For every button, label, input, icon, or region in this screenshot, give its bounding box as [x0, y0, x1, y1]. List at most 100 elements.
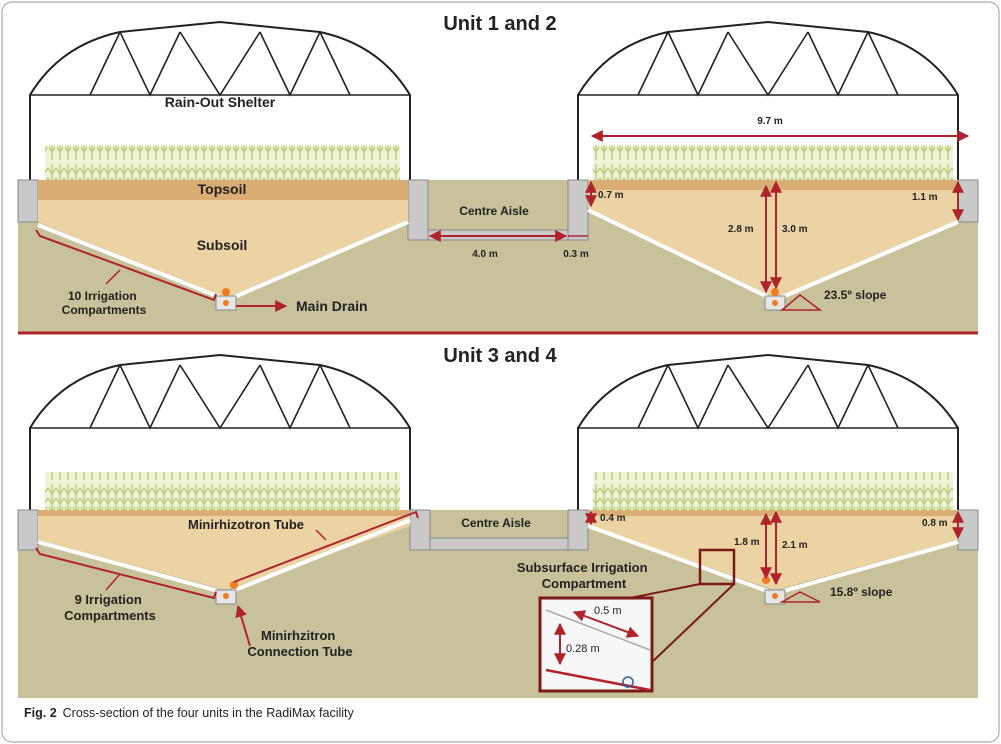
- subsurface-inset: [538, 583, 735, 693]
- bottom-irrigation-line-1: 9 Irrigation: [75, 592, 142, 607]
- bottom-irrigation-leader: [105, 573, 121, 591]
- figure-caption: Fig. 2 Cross-section of the four units in…: [24, 706, 354, 720]
- top-left-drain-pipe: [222, 288, 230, 296]
- rain-out-shelter-label: Rain-Out Shelter: [165, 94, 276, 110]
- bottom-irrigation-bracket: [35, 547, 217, 600]
- bottom-dimension-arrows: [35, 510, 964, 647]
- bottom-right-wall-l: [567, 509, 589, 551]
- bottom-right-topsoil: [588, 510, 958, 516]
- top-right-wall-l: [567, 179, 589, 241]
- top-irrigation-line-2: Compartments: [62, 303, 147, 317]
- bottom-right-drain-pipe: [772, 593, 778, 599]
- inset-pipe: [622, 676, 634, 688]
- connection-tube-line-2: Connection Tube: [247, 644, 352, 659]
- bottom-left-wall-l: [17, 509, 39, 551]
- bottom-depth-b-label: 2.1 m: [782, 540, 808, 551]
- top-right-slope-r: [779, 220, 959, 300]
- bottom-irrigation-line-2: Compartments: [64, 608, 156, 623]
- subsurface-line-2: Compartment: [542, 576, 627, 591]
- bottom-aisle-floor: [429, 537, 569, 551]
- top-dimension-arrows: [35, 130, 970, 312]
- top-left-crop: [45, 145, 400, 180]
- top-irrigation-line-1: 10 Irrigation: [68, 289, 137, 303]
- top-width-label: 9.7 m: [757, 116, 783, 127]
- top-depth-b-label: 3.0 m: [782, 224, 808, 235]
- top-right-drain-pipe-2: [772, 300, 778, 306]
- bottom-right-crop: [593, 472, 953, 510]
- bottom-centre-aisle-label: Centre Aisle: [461, 516, 531, 530]
- bottom-left-shelter: [29, 353, 411, 510]
- bottom-left-truss: [30, 364, 410, 430]
- minirhizotron-leader: [315, 529, 327, 541]
- top-right-shelter: [577, 20, 959, 180]
- bottom-left-slope-r: [229, 518, 411, 594]
- top-left-topsoil: [38, 180, 408, 200]
- bottom-right-slope-l: [587, 524, 771, 594]
- subsurface-highlight-box: [698, 548, 736, 586]
- top-right-topsoil: [588, 180, 958, 190]
- subsurface-label: Subsurface Irrigation Compartment: [517, 560, 651, 591]
- caption-label: Fig. 2: [24, 706, 57, 720]
- top-depth-a-label: 2.8 m: [728, 224, 754, 235]
- top-topsoil-left-label: 0.7 m: [598, 190, 624, 201]
- connection-tube-label: Minirhzitron Connection Tube: [247, 628, 352, 659]
- top-left-unit: [17, 20, 429, 311]
- top-right-crop: [593, 145, 953, 180]
- bottom-irrigation-label: 9 Irrigation Compartments: [64, 592, 156, 623]
- top-left-wall-l: [17, 179, 39, 223]
- top-wall-width-label: 0.3 m: [563, 249, 589, 260]
- top-slope-label: 23.5º slope: [824, 288, 887, 302]
- top-right-drain-pipe: [771, 288, 779, 296]
- bottom-slope-label: 15.8º slope: [830, 585, 893, 599]
- top-left-slope-r: [231, 220, 409, 300]
- top-left-drain-pipe-2: [223, 300, 229, 306]
- bottom-slope-angle: [779, 591, 821, 603]
- bottom-right-wall-r: [957, 509, 979, 551]
- top-left-soil: [38, 180, 408, 298]
- bottom-topsoil-left-label: 0.4 m: [600, 513, 626, 524]
- top-topsoil-right-label: 1.1 m: [912, 192, 938, 203]
- topsoil-label: Topsoil: [198, 181, 247, 197]
- top-slope-angle: [779, 294, 823, 311]
- bottom-left-topsoil: [38, 510, 410, 516]
- top-left-slope-l: [37, 223, 223, 300]
- bottom-panel: Unit 3 and 4 Minirhizotron Tube Centre A…: [17, 345, 979, 698]
- bottom-right-shelter: [577, 353, 959, 510]
- top-irrigation-label: 10 Irrigation Compartments: [62, 289, 147, 317]
- top-right-truss: [578, 31, 958, 97]
- bottom-left-wall-r: [409, 509, 431, 551]
- caption-text: Cross-section of the four units in the R…: [62, 706, 354, 720]
- bottom-left-slope-l: [37, 540, 223, 594]
- irrigation-leader: [105, 269, 121, 285]
- bottom-topsoil-right-label: 0.8 m: [922, 518, 948, 529]
- subsurface-line-1: Subsurface Irrigation: [517, 560, 648, 575]
- bottom-title: Unit 3 and 4: [443, 345, 557, 367]
- inset-length-label: 0.5 m: [594, 605, 622, 617]
- bottom-right-truss: [578, 364, 958, 430]
- top-centre-aisle-label: Centre Aisle: [459, 204, 529, 218]
- bottom-left-connection-pipe: [230, 581, 238, 589]
- main-drain-label: Main Drain: [296, 298, 368, 314]
- minirhizotron-bracket: [233, 510, 419, 583]
- inset-length-arrow: [572, 610, 640, 638]
- bottom-right-slope-r: [779, 540, 959, 594]
- top-right-slope-l: [587, 208, 771, 300]
- irrigation-bracket: [35, 229, 217, 302]
- top-left-shelter: [29, 20, 411, 180]
- bottom-left-drain-pipe: [223, 593, 229, 599]
- connection-tube-line-1: Minirhzitron: [261, 628, 335, 643]
- top-left-wall-r: [407, 179, 429, 241]
- inset-connector-2: [649, 583, 735, 665]
- bottom-depth-a-label: 1.8 m: [734, 537, 760, 548]
- top-aisle-width-label: 4.0 m: [472, 249, 498, 260]
- top-right-wall-r: [957, 179, 979, 223]
- top-title: Unit 1 and 2: [443, 13, 556, 35]
- bottom-left-crop: [45, 472, 400, 510]
- minirhizotron-tube-label: Minirhizotron Tube: [188, 517, 304, 532]
- inset-slope-bottom: [545, 668, 651, 692]
- connection-tube-arrow: [235, 604, 251, 647]
- inset-depth-label: 0.28 m: [566, 643, 600, 655]
